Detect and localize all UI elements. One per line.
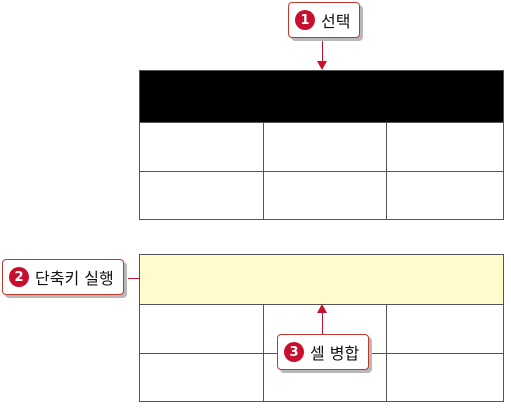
step-3-callout: 3 셀 병합 [277,334,370,370]
table-cell[interactable] [140,305,264,353]
table-before-merge [139,70,504,220]
step-2-badge: 2 [9,267,29,287]
callout-2-connector [128,278,140,279]
step-2-label: 단축키 실행 [35,269,114,288]
merged-cell[interactable] [140,255,503,304]
table-cell[interactable] [140,354,264,401]
step-1-badge: 1 [295,10,315,30]
step-3-label: 셀 병합 [310,344,360,363]
callout-3-connector [322,312,323,334]
table-cell[interactable] [264,123,387,171]
arrow-down-icon [317,61,327,70]
step-2-callout: 2 단축키 실행 [2,259,124,295]
table-cell[interactable] [264,354,387,401]
table-cell[interactable] [387,305,503,353]
arrow-up-icon [317,304,327,313]
table-row-selected[interactable] [140,71,503,122]
table-cell[interactable] [387,123,503,171]
table-cell[interactable] [264,172,387,219]
table-cell[interactable] [140,172,264,219]
table-cell[interactable] [387,354,503,401]
step-1-label: 선택 [321,12,351,31]
table-after-merge [139,254,504,402]
table-cell[interactable] [387,172,503,219]
callout-1-connector [322,38,323,62]
table-cell[interactable] [264,305,387,353]
table-row [140,171,503,219]
step-3-badge: 3 [284,342,304,362]
step-1-callout: 1 선택 [288,2,361,38]
table-row [140,122,503,171]
table-cell[interactable] [140,123,264,171]
